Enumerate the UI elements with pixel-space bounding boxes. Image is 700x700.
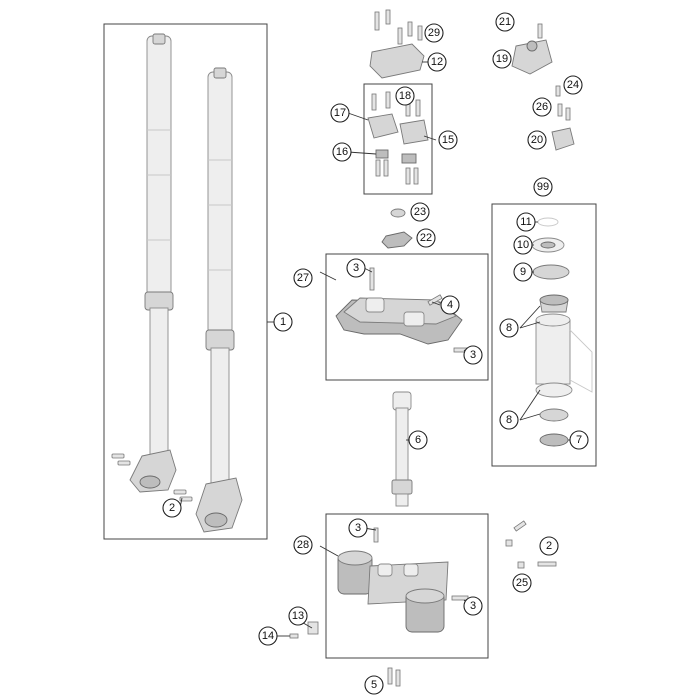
callout-1: 1 bbox=[273, 312, 293, 332]
callout-6: 6 bbox=[408, 430, 428, 450]
steering-damper-parts bbox=[511, 23, 575, 151]
steering-stem-washer bbox=[390, 208, 406, 218]
callout-29: 29 bbox=[424, 23, 444, 43]
callout-20: 20 bbox=[527, 130, 547, 150]
callout-21: 21 bbox=[495, 12, 515, 32]
callout-label: 13 bbox=[292, 610, 304, 622]
callout-label: 11 bbox=[520, 216, 531, 228]
callout-13: 13 bbox=[288, 606, 308, 626]
fork-leg-right bbox=[195, 67, 243, 533]
upper-triple-clamp-frame bbox=[325, 253, 489, 381]
callout-label: 99 bbox=[537, 181, 549, 193]
callout-2: 2 bbox=[539, 536, 559, 556]
callout-25: 25 bbox=[512, 573, 532, 593]
callout-2: 2 bbox=[162, 498, 182, 518]
callout-16: 16 bbox=[332, 142, 352, 162]
callout-12: 12 bbox=[427, 52, 447, 72]
callout-10: 10 bbox=[513, 235, 533, 255]
callout-3: 3 bbox=[463, 345, 483, 365]
callout-label: 21 bbox=[499, 16, 511, 28]
callout-23: 23 bbox=[410, 202, 430, 222]
callout-label: 25 bbox=[516, 577, 528, 589]
top-bolts-group bbox=[374, 9, 423, 45]
stem-bolts-bottom bbox=[387, 667, 401, 687]
fork-assembly-frame bbox=[103, 23, 268, 540]
handlebar-clamp-parts bbox=[367, 91, 429, 185]
callout-label: 22 bbox=[420, 232, 432, 244]
clamp-pinch-bolts bbox=[505, 520, 557, 569]
callout-18: 18 bbox=[395, 86, 415, 106]
callout-26: 26 bbox=[532, 97, 552, 117]
callout-label: 18 bbox=[399, 90, 411, 102]
steering-head-bearing-frame bbox=[491, 203, 597, 467]
callout-11: 11 bbox=[516, 212, 536, 232]
callout-label: 27 bbox=[297, 272, 309, 284]
steering-stem-nut bbox=[381, 231, 413, 249]
callout-99: 99 bbox=[533, 177, 553, 197]
lower-triple-clamp-frame bbox=[325, 513, 489, 659]
callout-label: 7 bbox=[576, 434, 582, 446]
lower-triple-clamp bbox=[289, 527, 469, 639]
callout-label: 10 bbox=[517, 239, 529, 251]
callout-label: 6 bbox=[415, 434, 421, 446]
callout-label: 16 bbox=[336, 146, 348, 158]
callout-label: 28 bbox=[297, 539, 309, 551]
callout-28: 28 bbox=[293, 535, 313, 555]
callout-8: 8 bbox=[499, 410, 519, 430]
callout-27: 27 bbox=[293, 268, 313, 288]
callout-label: 3 bbox=[353, 262, 359, 274]
callout-label: 4 bbox=[447, 299, 453, 311]
callout-9: 9 bbox=[513, 262, 533, 282]
steering-bearing-set bbox=[531, 217, 593, 447]
callout-3: 3 bbox=[348, 518, 368, 538]
callout-label: 12 bbox=[431, 56, 443, 68]
leader-lines bbox=[179, 61, 574, 637]
upper-triple-clamp bbox=[335, 267, 471, 353]
fork-axle-bolts-left bbox=[111, 453, 131, 466]
callout-4: 4 bbox=[440, 295, 460, 315]
callout-8: 8 bbox=[499, 318, 519, 338]
callout-5: 5 bbox=[364, 675, 384, 695]
callout-label: 3 bbox=[470, 600, 476, 612]
fork-leg-left bbox=[129, 33, 177, 493]
callout-15: 15 bbox=[438, 130, 458, 150]
steering-stem bbox=[391, 391, 413, 507]
callout-label: 3 bbox=[355, 522, 361, 534]
callout-label: 9 bbox=[520, 266, 526, 278]
handlebar-top-clamp bbox=[369, 43, 425, 79]
callout-7: 7 bbox=[569, 430, 589, 450]
callout-label: 3 bbox=[470, 349, 476, 361]
callout-label: 23 bbox=[414, 206, 426, 218]
callout-label: 20 bbox=[531, 134, 543, 146]
callout-22: 22 bbox=[416, 228, 436, 248]
callout-label: 1 bbox=[280, 316, 286, 328]
callout-label: 26 bbox=[536, 101, 548, 113]
callout-14: 14 bbox=[258, 626, 278, 646]
callout-label: 15 bbox=[442, 134, 454, 146]
callout-label: 17 bbox=[334, 107, 346, 119]
callout-3: 3 bbox=[463, 596, 483, 616]
callout-label: 5 bbox=[371, 679, 377, 691]
callout-label: 2 bbox=[169, 502, 175, 514]
callout-label: 14 bbox=[262, 630, 274, 642]
callout-label: 19 bbox=[496, 53, 508, 65]
callout-24: 24 bbox=[563, 75, 583, 95]
callout-label: 29 bbox=[428, 27, 440, 39]
callout-17: 17 bbox=[330, 103, 350, 123]
fork-axle-bolts-right bbox=[173, 489, 193, 502]
callout-label: 8 bbox=[506, 322, 512, 334]
callout-19: 19 bbox=[492, 49, 512, 69]
callout-3: 3 bbox=[346, 258, 366, 278]
callout-label: 8 bbox=[506, 414, 512, 426]
callout-label: 24 bbox=[567, 79, 579, 91]
callout-label: 2 bbox=[546, 540, 552, 552]
